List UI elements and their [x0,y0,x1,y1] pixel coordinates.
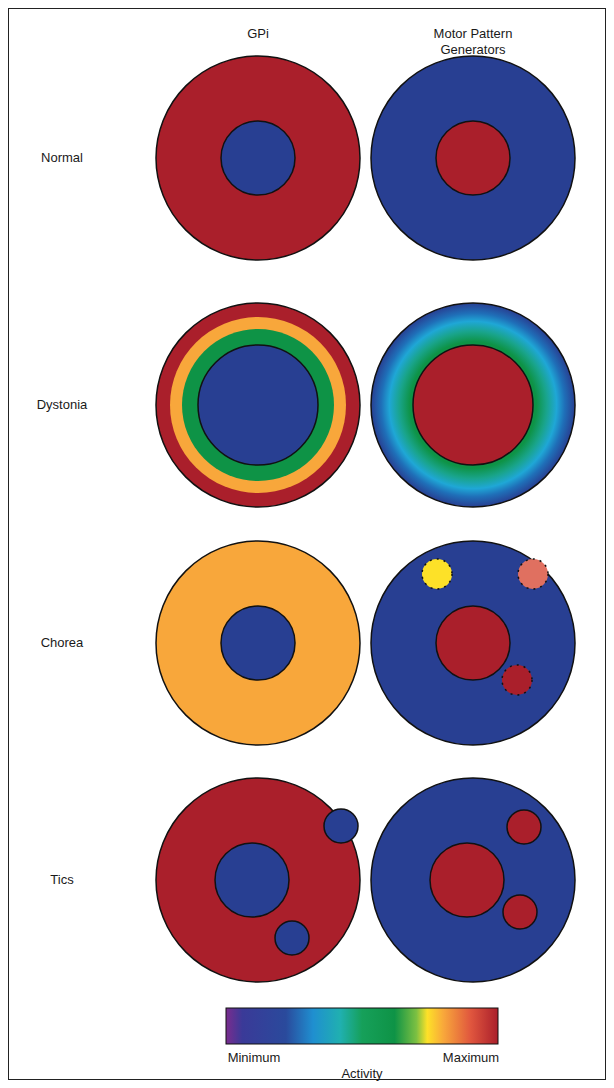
row-label: Chorea [41,635,84,651]
mpg-center [413,345,533,465]
gpi-circle [156,541,360,745]
row-label: Normal [41,150,83,166]
gpi-circle [156,56,360,260]
mpg-center [430,843,504,917]
gpi-center [221,121,295,195]
mpg-center [436,606,510,680]
gpi-ring [182,329,334,481]
figure-frame [9,9,606,1080]
gpi-focal-inhibition [324,809,358,843]
mpg-focal-activation [507,810,541,844]
mpg-center [436,121,510,195]
gpi-circle [156,303,360,507]
involuntary-activation [518,559,548,589]
column-header: Motor Pattern Generators [423,26,523,58]
scale-label: Maximum [443,1050,499,1066]
involuntary-activation [422,559,452,589]
mpg-circle [371,56,575,260]
involuntary-activation [502,665,532,695]
row-label: Tics [50,872,73,888]
mpg-focal-activation [503,895,537,929]
gpi-focal-inhibition [275,921,309,955]
mpg-circle [371,541,575,745]
gpi-center [221,606,295,680]
gpi-ring [170,317,346,493]
scale-title: Activity [341,1066,382,1082]
mpg-circle [371,303,575,507]
row-label: Dystonia [37,397,88,413]
mpg-circle [371,778,575,982]
column-header: GPi [247,26,269,42]
scale-label: Minimum [228,1050,281,1066]
gpi-center [215,843,289,917]
gpi-circle [156,778,360,982]
gpi-center [198,345,318,465]
activity-color-bar [226,1008,498,1044]
